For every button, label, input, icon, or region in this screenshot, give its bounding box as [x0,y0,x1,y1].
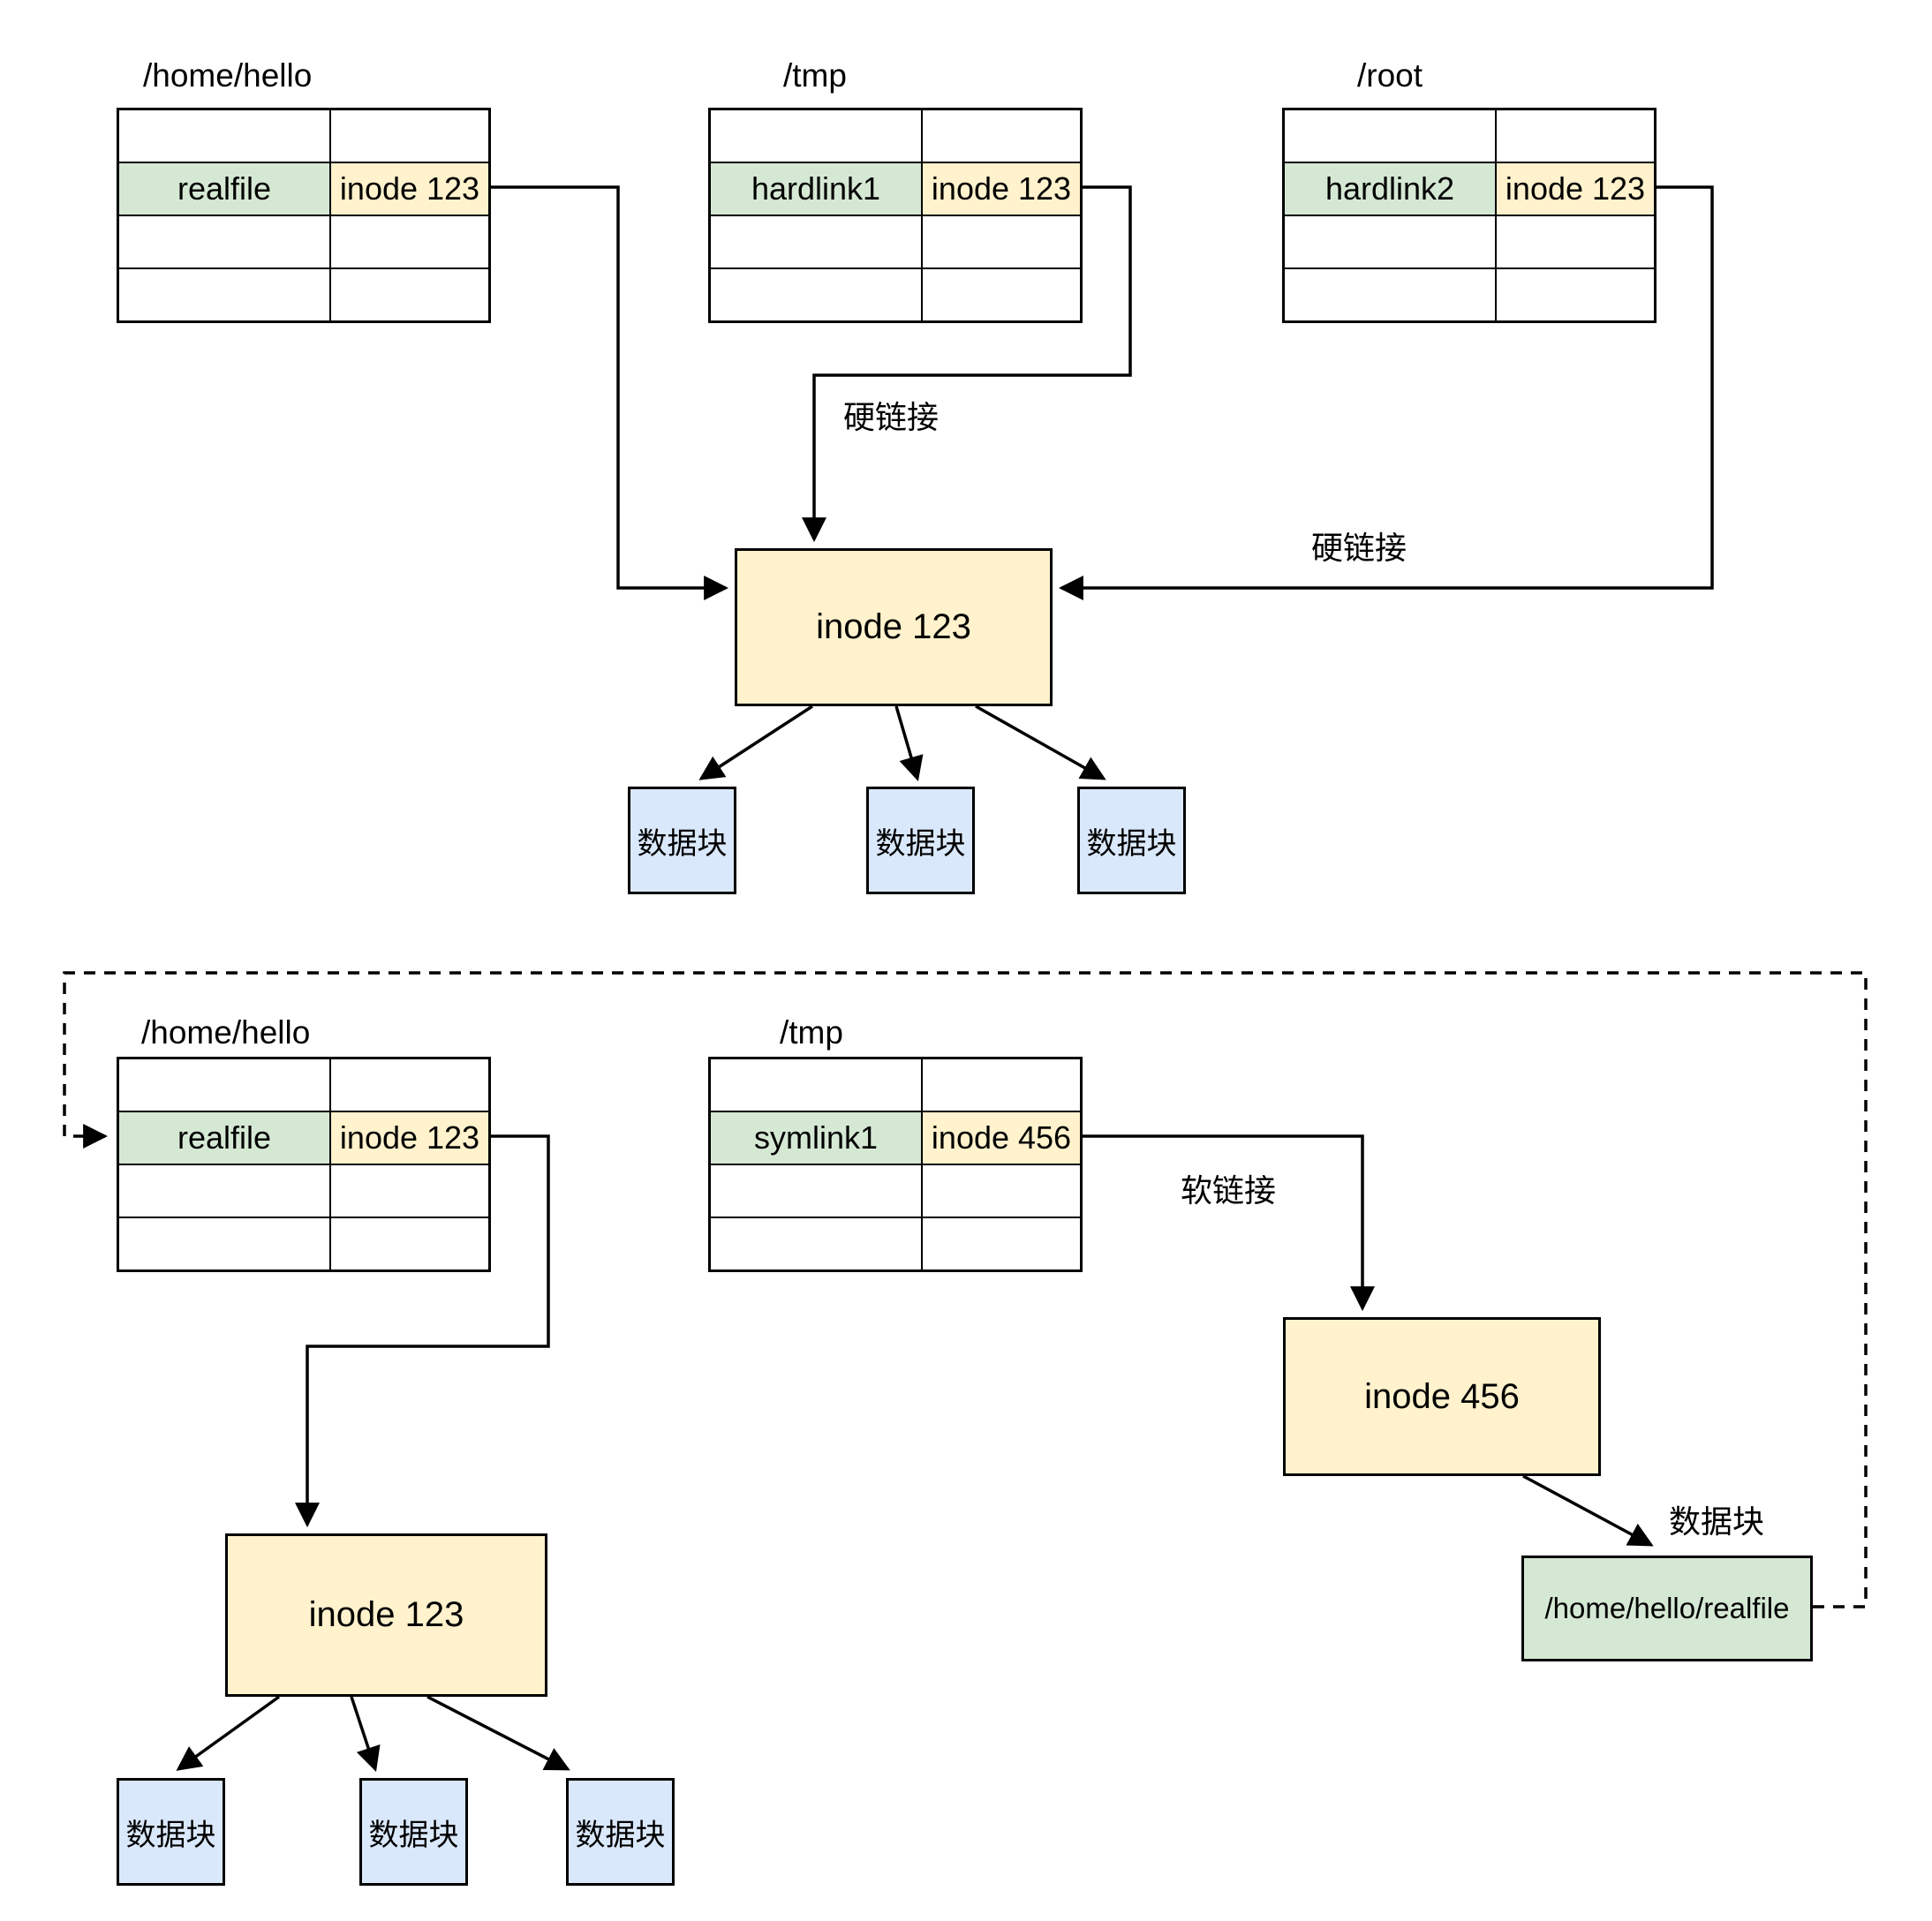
dir-entry-name: symlink1 [710,1111,922,1164]
dir-cell-empty [330,268,489,321]
dir-cell-empty [922,215,1081,268]
data-block-top-3: 数据块 [1077,787,1186,894]
dir-cell-empty [922,109,1081,162]
realfile-path-box: /home/hello/realfile [1521,1556,1813,1661]
hardlink-label-2: 硬链接 [1311,530,1407,566]
dir-title-top-home-hello: /home/hello [143,57,313,94]
dir-cell-empty [710,1217,922,1270]
datablock-arrow-top-1 [698,704,813,780]
dir-entry-name: realfile [118,162,330,215]
data-block-top-1: 数据块 [628,787,736,894]
softlink-arrow [1079,1134,1375,1312]
inode-123-box-bottom: inode 123 [225,1533,547,1697]
datablock-arrow-bottom-2 [350,1696,381,1772]
dir-table-top-home-hello: realfile inode 123 [117,108,491,323]
dir-cell-empty [118,268,330,321]
dir-cell-empty [1496,268,1655,321]
data-block-bottom-1: 数据块 [117,1778,225,1886]
dir-title-top-root: /root [1357,57,1423,94]
dir-entry-inode: inode 123 [922,162,1081,215]
datablock-arrow-top-3 [975,704,1106,780]
dir-cell-empty [118,1217,330,1270]
dir-entry-inode: inode 123 [330,1111,489,1164]
dir-cell-empty [710,215,922,268]
dir-cell-empty [118,109,330,162]
dir-entry-inode: inode 123 [330,162,489,215]
data-block-bottom-3: 数据块 [566,1778,675,1886]
dir-cell-empty [1284,215,1496,268]
dir-cell-empty [118,1058,330,1111]
datablock-arrow-top-2 [894,705,924,781]
dir-cell-empty [1284,268,1496,321]
dir-cell-empty [1496,215,1655,268]
dir-table-top-root: hardlink2 inode 123 [1282,108,1657,323]
dir-table-bottom-home-hello: realfile inode 123 [117,1057,491,1272]
dir-cell-empty [330,1217,489,1270]
dir-cell-empty [922,1217,1081,1270]
dir-entry-name: hardlink1 [710,162,922,215]
dir-cell-empty [922,268,1081,321]
dir-entry-inode: inode 456 [922,1111,1081,1164]
dir-title-bottom-tmp: /tmp [780,1014,843,1051]
hardlink-arrow-realfile [488,185,729,600]
dir-entry-name: hardlink2 [1284,162,1496,215]
dir-cell-empty [330,215,489,268]
softlink-label: 软链接 [1181,1172,1277,1209]
datablock-arrow-bottom-3 [426,1695,570,1771]
dir-entry-name: realfile [118,1111,330,1164]
dir-cell-empty [118,215,330,268]
dir-cell-empty [710,1058,922,1111]
dir-cell-empty [922,1058,1081,1111]
data-block-top-2: 数据块 [866,787,975,894]
dir-cell-empty [118,1164,330,1217]
inode456-datablock-arrow [1522,1474,1654,1547]
inode-123-box-top: inode 123 [735,548,1053,706]
dir-cell-empty [1496,109,1655,162]
dir-title-bottom-home-hello: /home/hello [141,1014,311,1051]
dir-cell-empty [710,268,922,321]
dir-cell-empty [710,109,922,162]
datablock-arrow-bottom-1 [176,1695,281,1771]
dir-table-bottom-tmp: symlink1 inode 456 [708,1057,1083,1272]
dir-cell-empty [330,1164,489,1217]
dir-title-top-tmp: /tmp [783,57,847,94]
dir-cell-empty [330,1058,489,1111]
data-block-bottom-2: 数据块 [359,1778,468,1886]
hardlink-label-1: 硬链接 [843,399,940,435]
dir-cell-empty [1284,109,1496,162]
inode-456-box: inode 456 [1283,1317,1601,1476]
datablock-label: 数据块 [1669,1503,1765,1540]
dir-table-top-tmp: hardlink1 inode 123 [708,108,1083,323]
dir-entry-inode: inode 123 [1496,162,1655,215]
dir-cell-empty [330,109,489,162]
dir-cell-empty [922,1164,1081,1217]
dir-cell-empty [710,1164,922,1217]
